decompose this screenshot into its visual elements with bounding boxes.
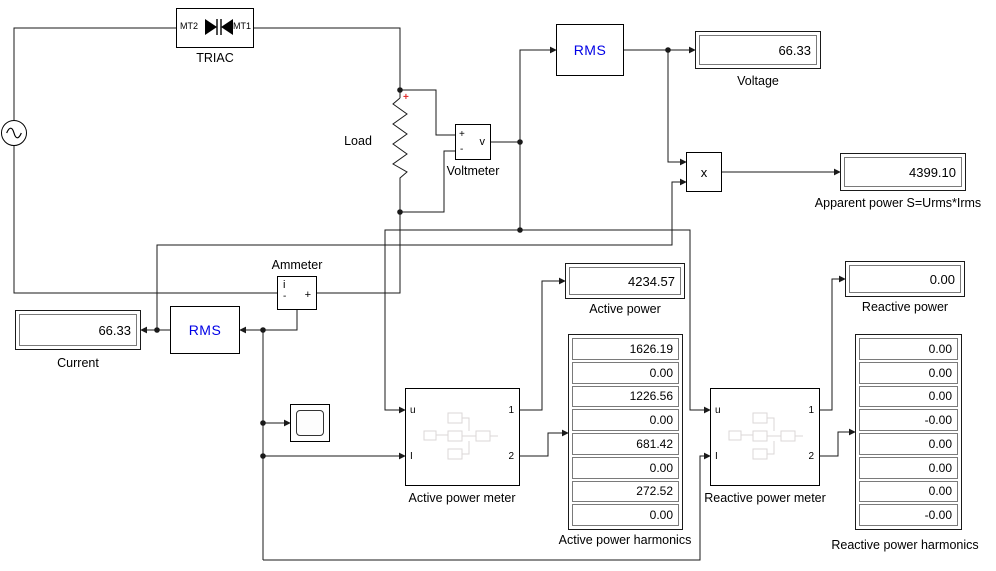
label-load: Load bbox=[344, 134, 372, 148]
current-display[interactable]: 66.33 bbox=[15, 310, 141, 350]
wire-ammeter-to-rms[interactable] bbox=[239, 310, 298, 334]
product-symbol: x bbox=[700, 164, 708, 180]
active-harmonic-value: 0.00 bbox=[572, 504, 679, 526]
wire-irms-to-multiplier[interactable] bbox=[156, 178, 687, 330]
current-display-value: 66.33 bbox=[19, 314, 137, 346]
active-harmonic-value: 0.00 bbox=[572, 456, 679, 479]
wire-vrms-to-multiplier[interactable] bbox=[667, 50, 687, 166]
wire-active-out1[interactable] bbox=[520, 277, 566, 411]
wire-voltmeter-minus[interactable] bbox=[400, 150, 455, 213]
scope-block[interactable] bbox=[290, 404, 330, 442]
active-harmonic-value: 681.42 bbox=[572, 433, 679, 455]
label-active-harmonics: Active power harmonics bbox=[558, 533, 692, 547]
triac-terminal-mt1: MT1 bbox=[233, 21, 251, 31]
port-label-u: u bbox=[715, 405, 721, 416]
label-active-power: Active power bbox=[589, 302, 661, 316]
ac-voltage-source-block[interactable] bbox=[1, 120, 27, 146]
ammeter-block[interactable]: i - + bbox=[277, 276, 317, 310]
voltage-display[interactable]: 66.33 bbox=[695, 31, 821, 69]
voltmeter-block[interactable]: + - v bbox=[455, 124, 491, 160]
active-power-display[interactable]: 4234.57 bbox=[565, 263, 685, 299]
reactive-harmonics-display[interactable]: 0.00 0.00 0.00 -0.00 0.00 0.00 0.00 -0.0… bbox=[855, 334, 962, 530]
wire-voltage-to-reactive-u[interactable] bbox=[520, 229, 711, 414]
voltmeter-minus-label: - bbox=[460, 144, 464, 155]
reactive-power-meter-block[interactable]: u I 1 2 bbox=[710, 388, 820, 486]
label-voltage: Voltage bbox=[737, 74, 779, 88]
subsystem-thumbnail bbox=[423, 412, 498, 460]
label-reactive-power-meter: Reactive power meter bbox=[704, 491, 826, 505]
wire-triac-to-load[interactable] bbox=[254, 27, 401, 98]
wire-ammeter-to-source[interactable] bbox=[13, 146, 277, 294]
port-label-u: u bbox=[410, 405, 416, 416]
port-label-out2: 2 bbox=[508, 451, 514, 462]
ammeter-plus-label: + bbox=[304, 289, 311, 301]
load-resistor-zigzag[interactable] bbox=[392, 97, 408, 212]
triac-terminal-mt2: MT2 bbox=[180, 21, 198, 31]
port-label-out1: 1 bbox=[808, 405, 814, 416]
wire-load-to-ammeter[interactable] bbox=[317, 212, 401, 294]
active-harmonic-value: 272.52 bbox=[572, 480, 679, 503]
voltmeter-plus-label: + bbox=[459, 129, 465, 140]
active-harmonic-value: 1226.56 bbox=[572, 385, 679, 408]
wire-reactive-out1[interactable] bbox=[820, 275, 846, 411]
active-harmonic-value: 0.00 bbox=[572, 361, 679, 384]
wire-reactive-out2[interactable] bbox=[820, 428, 856, 457]
polarity-plus-mark: + bbox=[403, 92, 409, 103]
signal-wires[interactable] bbox=[140, 46, 856, 561]
rms-current-text: RMS bbox=[188, 322, 222, 338]
wire-current-to-reactive-i[interactable] bbox=[263, 452, 711, 561]
active-power-value: 4234.57 bbox=[569, 267, 681, 295]
reactive-harmonic-value: 0.00 bbox=[859, 456, 958, 479]
voltage-display-value: 66.33 bbox=[699, 35, 817, 65]
rms-voltage-block[interactable]: RMS bbox=[556, 24, 624, 76]
label-reactive-power: Reactive power bbox=[861, 300, 949, 314]
label-triac: TRIAC bbox=[196, 51, 234, 65]
reactive-harmonic-value: 0.00 bbox=[859, 433, 958, 455]
ammeter-i-symbol: i bbox=[283, 279, 286, 291]
active-harmonic-value: 1626.19 bbox=[572, 338, 679, 360]
reactive-harmonic-value: 0.00 bbox=[859, 361, 958, 384]
wire-voltmeter-to-rms[interactable] bbox=[491, 46, 557, 143]
triac-block[interactable]: MT2 MT1 bbox=[176, 8, 254, 48]
active-harmonics-display[interactable]: 1626.19 0.00 1226.56 0.00 681.42 0.00 27… bbox=[568, 334, 683, 530]
reactive-harmonic-value: 0.00 bbox=[859, 338, 958, 360]
reactive-harmonic-value: -0.00 bbox=[859, 504, 958, 526]
ammeter-minus-label: - bbox=[283, 291, 287, 302]
wire-source-to-triac[interactable] bbox=[13, 27, 176, 120]
product-block[interactable]: x bbox=[686, 152, 722, 192]
sine-wave-icon bbox=[6, 127, 22, 139]
scope-screen-icon bbox=[296, 410, 324, 436]
port-label-i: I bbox=[410, 451, 413, 462]
subsystem-thumbnail bbox=[728, 412, 803, 460]
label-current: Current bbox=[57, 356, 99, 370]
active-power-meter-block[interactable]: u I 1 2 bbox=[405, 388, 520, 486]
port-label-out1: 1 bbox=[508, 405, 514, 416]
port-label-out2: 2 bbox=[808, 451, 814, 462]
reactive-harmonic-value: -0.00 bbox=[859, 409, 958, 431]
rms-current-block[interactable]: RMS bbox=[170, 306, 240, 354]
reactive-power-value: 0.00 bbox=[849, 265, 961, 293]
apparent-power-display[interactable]: 4399.10 bbox=[840, 153, 966, 191]
label-voltmeter: Voltmeter bbox=[446, 164, 500, 178]
active-harmonic-value: 0.00 bbox=[572, 409, 679, 431]
rms-voltage-text: RMS bbox=[573, 42, 607, 58]
voltmeter-v-symbol: v bbox=[479, 136, 486, 148]
port-label-i: I bbox=[715, 451, 718, 462]
reactive-harmonic-value: 0.00 bbox=[859, 480, 958, 503]
reactive-power-display[interactable]: 0.00 bbox=[845, 261, 965, 297]
label-ammeter: Ammeter bbox=[271, 258, 323, 272]
wire-voltage-to-active-u[interactable] bbox=[384, 229, 520, 414]
label-reactive-harmonics: Reactive power harmonics bbox=[831, 538, 979, 552]
triac-symbol-icon bbox=[205, 19, 233, 35]
wire-voltmeter-plus[interactable] bbox=[400, 89, 455, 136]
wire-active-out2[interactable] bbox=[520, 429, 569, 457]
label-apparent-power: Apparent power S=Urms*Irms bbox=[814, 196, 982, 210]
reactive-harmonic-value: 0.00 bbox=[859, 385, 958, 408]
physical-wires[interactable] bbox=[13, 27, 455, 294]
label-active-power-meter: Active power meter bbox=[408, 491, 516, 505]
junction-dots bbox=[154, 47, 671, 459]
apparent-power-value: 4399.10 bbox=[844, 157, 962, 187]
